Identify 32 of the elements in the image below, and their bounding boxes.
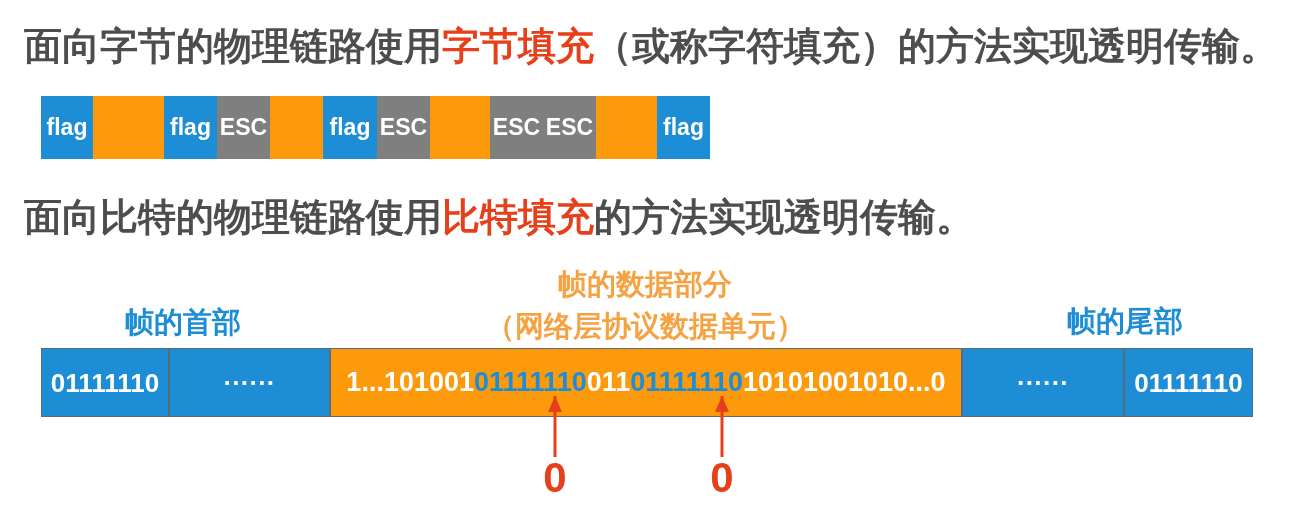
- section-label: （网络层协议数据单元）: [485, 310, 805, 344]
- flag-cell: flag: [323, 96, 377, 159]
- section-heading: 面向比特的物理链路使用比特填充的方法实现透明传输。: [24, 196, 974, 240]
- ellipsis-cell: ······: [962, 348, 1124, 417]
- bit-pattern: 01111110: [630, 369, 743, 396]
- escape-cell: ESC: [490, 96, 543, 159]
- bit-string: 011: [586, 369, 631, 396]
- data-cell: [93, 96, 164, 159]
- bit-label: 0: [710, 457, 734, 499]
- section-heading: 面向字节的物理链路使用字节填充（或称字符填充）的方法实现透明传输。: [24, 25, 1278, 69]
- section-label: 帧的首部: [125, 306, 241, 340]
- arrow: [715, 396, 729, 457]
- bit-label: 0: [543, 457, 567, 499]
- bit-string: 10101001010...0: [742, 369, 946, 396]
- bit-string: 1...101001: [346, 369, 474, 396]
- data-field-cell: [330, 348, 962, 417]
- flag-cell: flag: [657, 96, 710, 159]
- arrow: [548, 396, 562, 457]
- data-cell: [430, 96, 490, 159]
- escape-cell: ESC: [217, 96, 270, 159]
- flag-cell: 01111110: [1124, 348, 1253, 417]
- flag-cell: flag: [164, 96, 217, 159]
- data-cell: [596, 96, 657, 159]
- bit-pattern: 01111110: [474, 369, 587, 396]
- escape-cell: ESC: [543, 96, 596, 159]
- section-label: 帧的尾部: [1067, 305, 1183, 339]
- ellipsis-cell: ······: [169, 348, 330, 417]
- section-label: 帧的数据部分: [558, 268, 732, 302]
- flag-cell: 01111110: [41, 348, 169, 417]
- data-cell: [270, 96, 323, 159]
- flag-cell: flag: [41, 96, 93, 159]
- escape-cell: ESC: [377, 96, 430, 159]
